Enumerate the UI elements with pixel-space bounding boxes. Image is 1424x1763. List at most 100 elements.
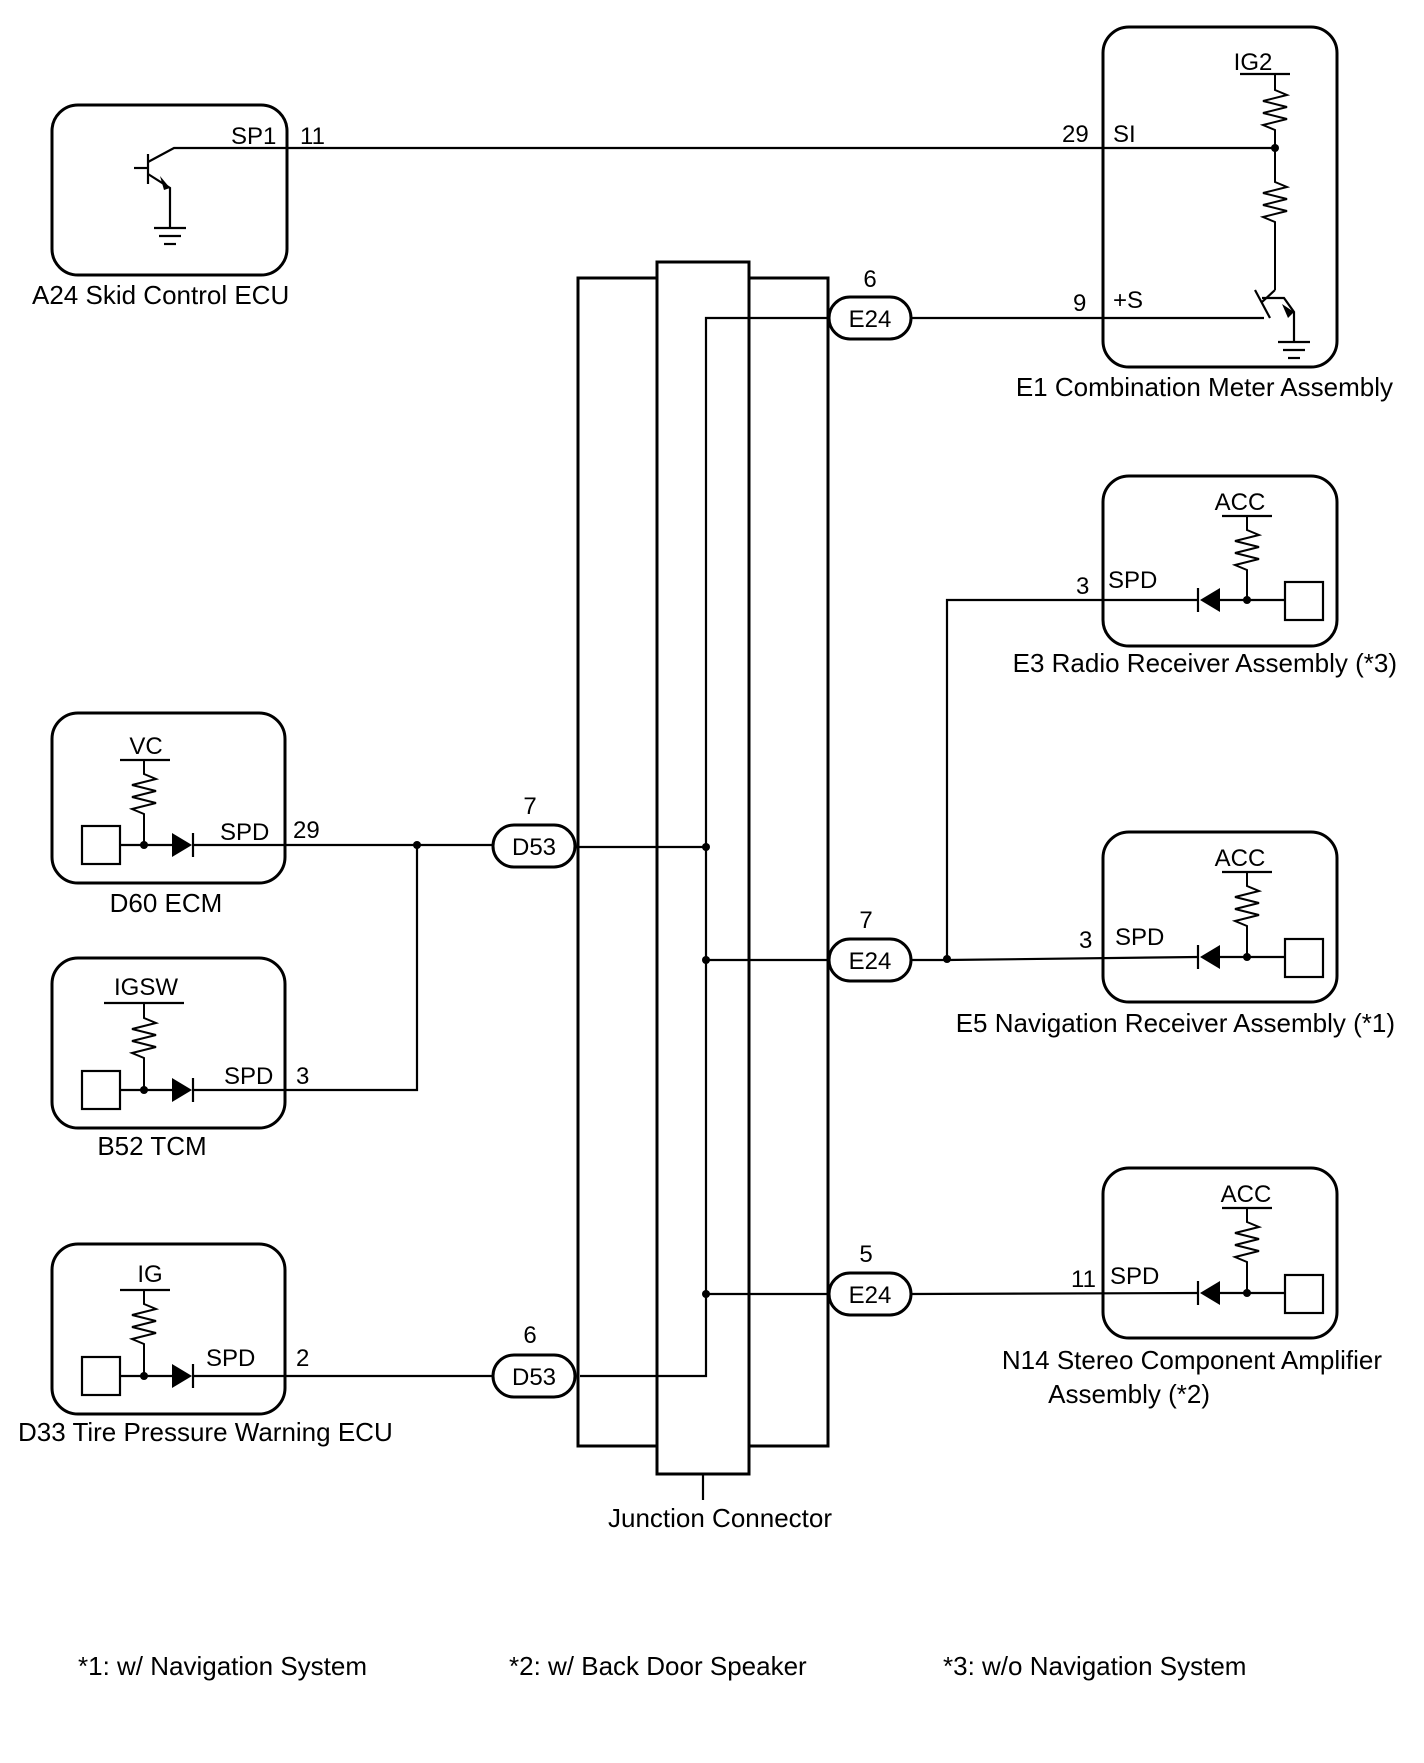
a24-skid-control-ecu: SP1 11 A24 Skid Control ECU [32, 103, 325, 310]
e1-pin-s-name: +S [1113, 287, 1143, 314]
n14-stereo-amplifier: ACC 11 SPD N14 Stereo Component Amplifie… [1002, 1166, 1382, 1409]
resistor-icon [1231, 872, 1263, 957]
splice-dot [943, 955, 951, 963]
connector-pin: 6 [523, 1322, 536, 1349]
diode-icon [1200, 1281, 1220, 1305]
resistor-icon [128, 1290, 160, 1376]
junction-connector: Junction Connector [576, 260, 832, 1533]
resistor-icon [1259, 74, 1291, 148]
n14-label-line2: Assembly (*2) [1048, 1379, 1210, 1409]
internal-circuit-icon [80, 1355, 122, 1397]
connector-oval [827, 937, 913, 983]
d33-box [50, 1242, 287, 1416]
diode-icon [1200, 945, 1220, 969]
e1-pin-si-number: 29 [1062, 121, 1089, 148]
connector-d53-pin7: D53 7 [491, 793, 580, 869]
e5-supply-label: ACC [1215, 845, 1266, 872]
diode-icon [172, 1364, 192, 1388]
a24-emitter-wire [147, 173, 172, 228]
d60-label: D60 ECM [110, 888, 223, 918]
e1-pin-si-name: SI [1113, 121, 1136, 148]
internal-circuit-icon [1283, 580, 1325, 622]
e1-pin-s-number: 9 [1073, 290, 1086, 317]
d33-label: D33 Tire Pressure Warning ECU [18, 1417, 393, 1447]
b52-pin-name: SPD [224, 1063, 273, 1090]
footnote-1: *1: w/ Navigation System [78, 1651, 367, 1681]
connector-name: E24 [849, 948, 892, 975]
b52-supply-label: IGSW [114, 974, 178, 1001]
e5-box [1101, 830, 1339, 1004]
resistor-icon [128, 1003, 160, 1090]
d60-box [50, 711, 287, 885]
b52-tcm: IGSW SPD 3 B52 TCM [50, 956, 309, 1161]
footnotes: *1: w/ Navigation System *2: w/ Back Doo… [78, 1651, 1246, 1681]
splice-dot [702, 1290, 710, 1298]
b52-box [50, 956, 287, 1130]
a24-label: A24 Skid Control ECU [32, 280, 289, 310]
junction-label: Junction Connector [608, 1503, 832, 1533]
e3-label: E3 Radio Receiver Assembly (*3) [1013, 648, 1397, 678]
a24-collector-wire [147, 146, 289, 163]
splice-dot [140, 1372, 148, 1380]
a24-pin-number: 11 [300, 123, 325, 150]
d60-pin-name: SPD [220, 819, 269, 846]
n14-label-line1: N14 Stereo Component Amplifier [1002, 1345, 1382, 1375]
connector-pin: 7 [859, 907, 872, 934]
e3-radio-receiver: ACC 3 SPD E3 Radio Receiver Assembly (*3… [1013, 474, 1397, 678]
a24-emitter-arrow [160, 176, 170, 190]
n14-box [1101, 1166, 1339, 1340]
e3-pin-name: SPD [1108, 567, 1157, 594]
d60-supply-label: VC [129, 733, 162, 760]
wire-b52-d53 [193, 845, 419, 1092]
e5-navigation-receiver: ACC 3 SPD E5 Navigation Receiver Assembl… [956, 830, 1395, 1038]
n14-supply-label: ACC [1221, 1181, 1272, 1208]
resistor-icon [1259, 148, 1291, 290]
connector-d53-pin6: D53 6 [193, 1322, 577, 1399]
a24-pin-name: SP1 [231, 123, 276, 150]
resistor-icon [1231, 516, 1263, 600]
e1-transistor-bar [1254, 289, 1271, 319]
connector-name: D53 [512, 834, 556, 861]
e1-collector [1261, 289, 1276, 303]
e1-combination-meter: IG2 29 SI 9 +S E1 Combination Meter Asse… [1016, 25, 1393, 402]
splice-dot [702, 843, 710, 851]
connector-pin: 7 [523, 793, 536, 820]
internal-circuit-icon [1283, 1273, 1325, 1315]
connector-e24-pin5: E24 5 [827, 1241, 1199, 1317]
wire-e24-7-e3 [911, 598, 1198, 962]
d60-pin-number: 29 [293, 817, 320, 844]
connector-oval [827, 295, 913, 341]
diode-icon [172, 833, 192, 857]
e5-pin-name: SPD [1115, 924, 1164, 951]
b52-label: B52 TCM [97, 1131, 206, 1161]
connector-oval [827, 1271, 913, 1317]
a24-box [50, 103, 289, 277]
wiring-d60-b52 [193, 841, 493, 1092]
resistor-icon [1231, 1208, 1263, 1293]
internal-circuit-icon [80, 824, 122, 866]
n14-pin-name: SPD [1110, 1263, 1159, 1290]
connector-name: E24 [849, 1282, 892, 1309]
e1-box [1101, 25, 1339, 369]
diode-icon [1200, 588, 1220, 612]
connector-name: D53 [512, 1364, 556, 1391]
connector-pin: 5 [859, 1241, 872, 1268]
wire-e24-5 [910, 1291, 1199, 1296]
e3-box [1101, 474, 1339, 648]
connector-oval [491, 1353, 577, 1399]
d33-supply-label: IG [137, 1261, 162, 1288]
connector-e24-pin7: E24 7 [827, 598, 1199, 983]
b52-pin-number: 3 [296, 1063, 309, 1090]
connector-oval [491, 823, 577, 869]
internal-circuit-icon [80, 1069, 122, 1111]
e3-pin-number: 3 [1076, 573, 1089, 600]
connector-e24-pin6: E24 6 [827, 266, 1238, 341]
splice-dot [413, 841, 421, 849]
e5-label: E5 Navigation Receiver Assembly (*1) [956, 1008, 1395, 1038]
d33-pin-name: SPD [206, 1345, 255, 1372]
e1-supply-label: IG2 [1234, 49, 1273, 76]
e5-pin-number: 3 [1079, 927, 1092, 954]
internal-circuit-icon [1283, 937, 1325, 979]
connector-name: E24 [849, 306, 892, 333]
